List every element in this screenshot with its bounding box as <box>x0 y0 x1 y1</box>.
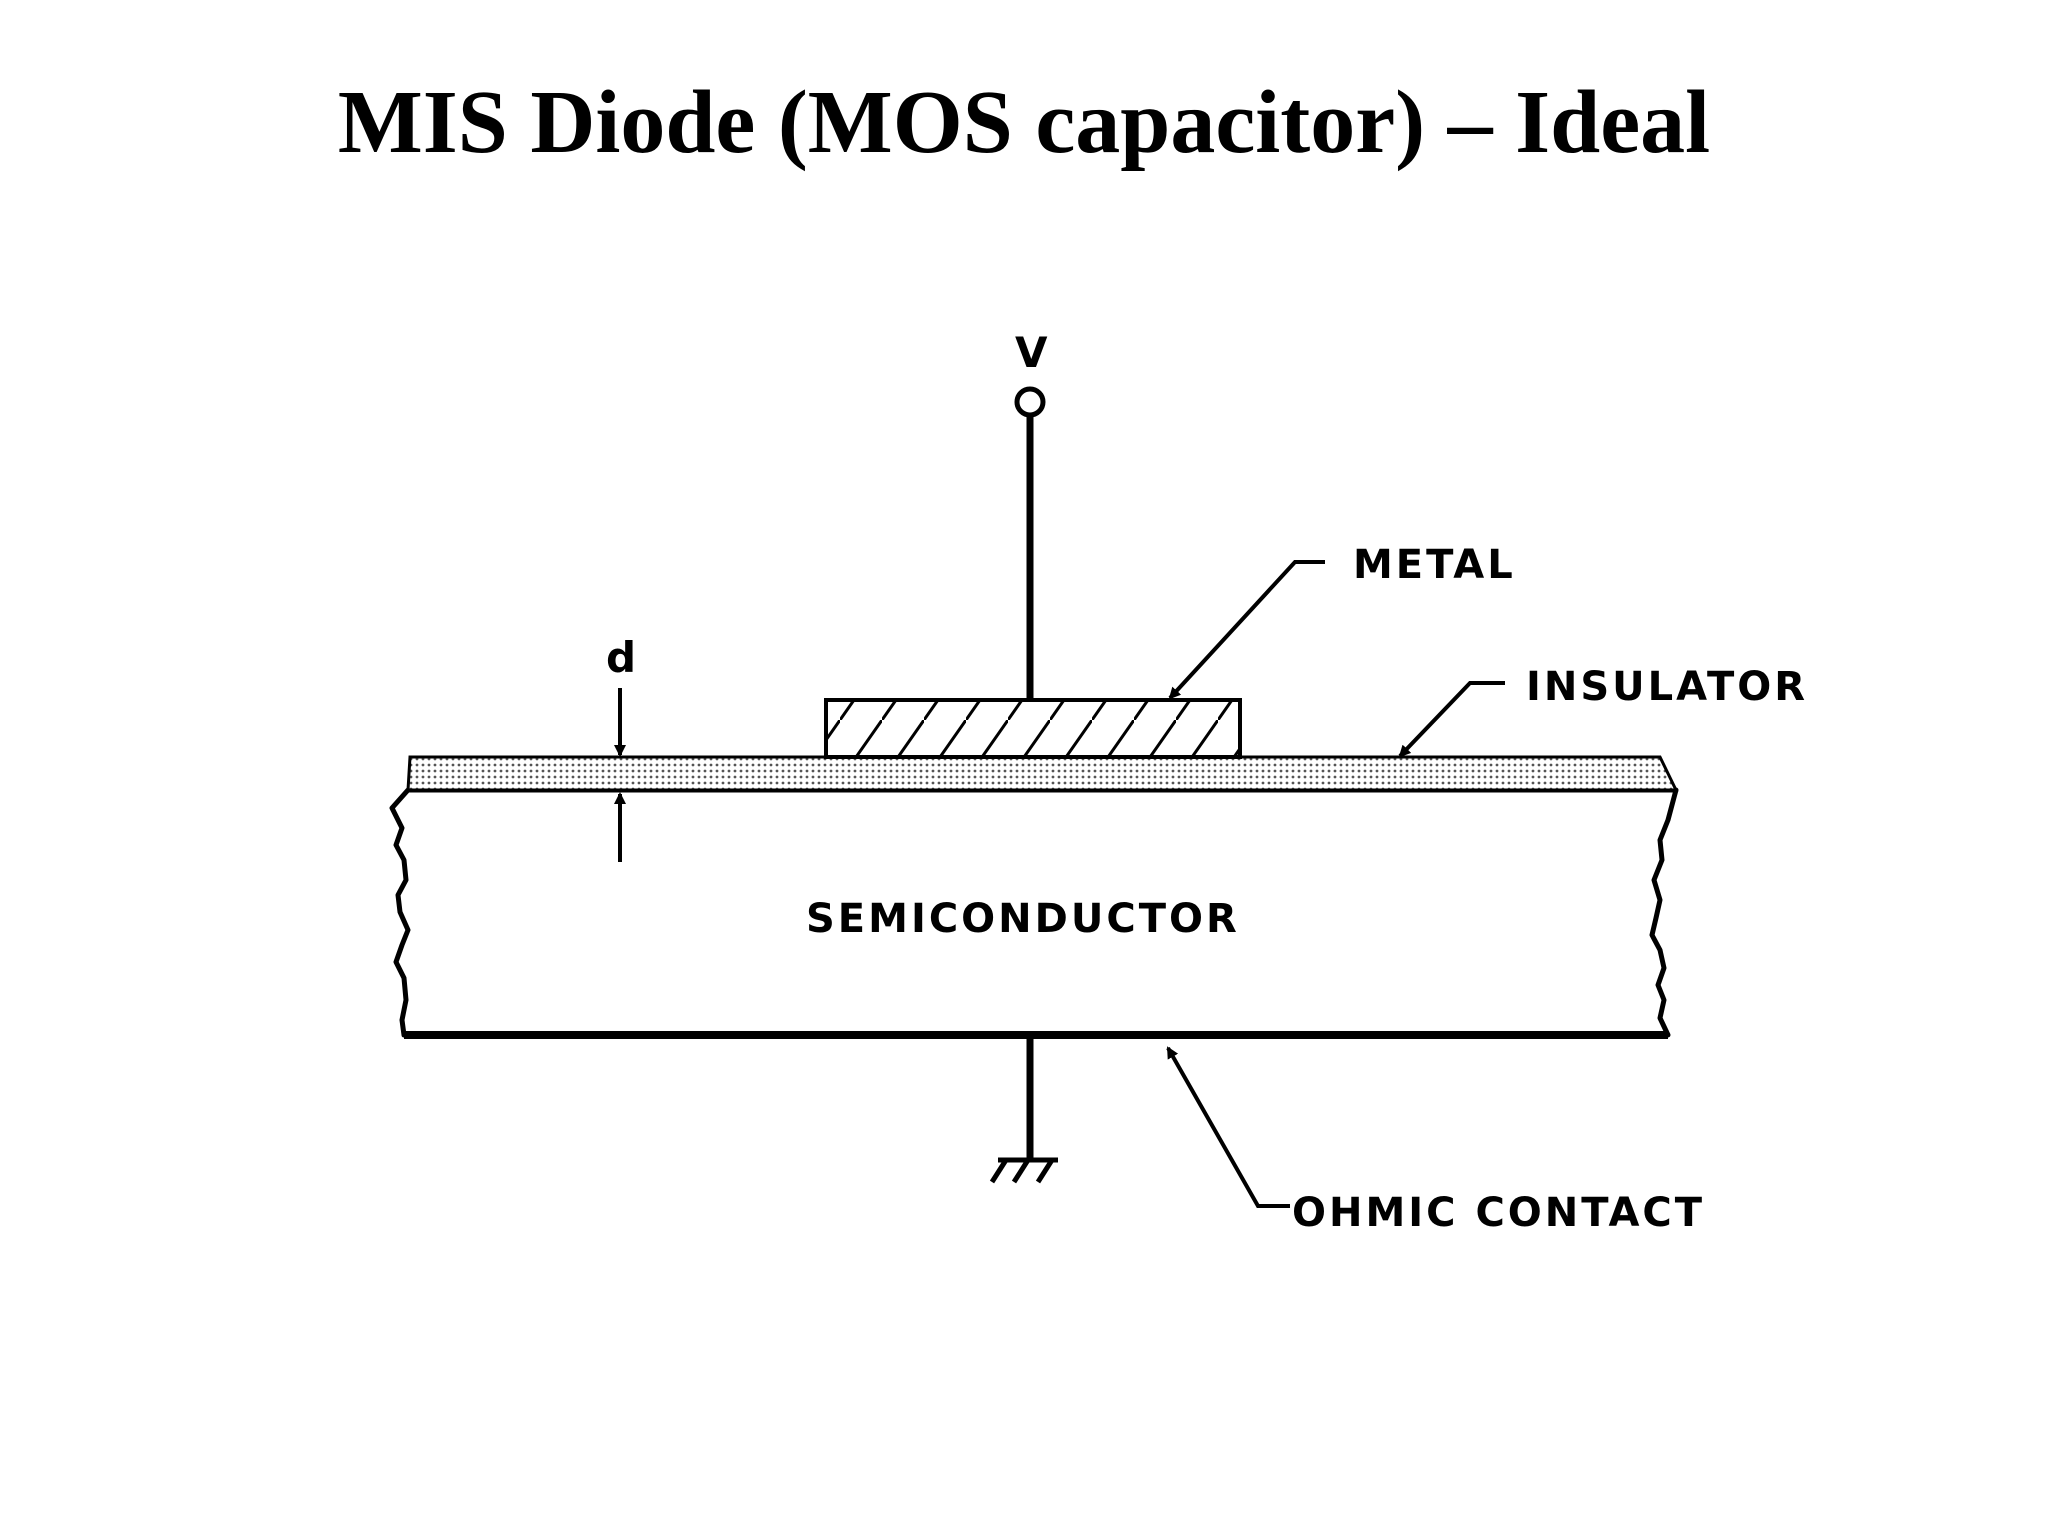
voltage-label: V <box>1015 328 1048 377</box>
ground-symbol-icon <box>989 1157 1058 1184</box>
metal-gate <box>824 698 1242 759</box>
metal-leader: METAL <box>1168 542 1516 700</box>
ohmic-contact-label: OHMIC CONTACT <box>1292 1190 1705 1236</box>
insulator-layer <box>406 755 1679 792</box>
ohmic-contact-leader: OHMIC CONTACT <box>1166 1046 1705 1236</box>
thickness-dimension: d <box>606 633 636 862</box>
insulator-leader: INSULATOR <box>1398 664 1808 758</box>
insulator-label: INSULATOR <box>1526 664 1808 710</box>
metal-label: METAL <box>1353 542 1516 588</box>
semiconductor-layer: SEMICONDUCTOR <box>389 787 1679 1039</box>
slide-title: MIS Diode (MOS capacitor) – Ideal <box>337 73 1711 172</box>
terminal-circle-icon <box>1014 386 1046 418</box>
gate-terminal: V <box>1014 328 1048 700</box>
thickness-label: d <box>606 633 636 682</box>
semiconductor-label: SEMICONDUCTOR <box>806 896 1240 942</box>
leader-arrow-icon <box>1168 560 1325 700</box>
ground-connection <box>989 1039 1058 1184</box>
